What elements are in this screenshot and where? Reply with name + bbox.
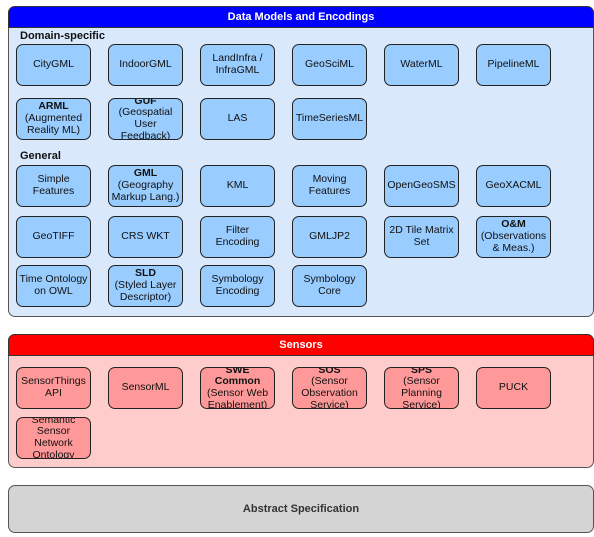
box-label: (Observations & Meas.) xyxy=(480,230,547,254)
domain-specific-label: Domain-specific xyxy=(20,30,105,42)
box-time-ontology-on-owl: Time Ontology on OWL xyxy=(16,265,91,307)
box-kml: KML xyxy=(200,165,275,207)
box-label: LandInfra / InfraGML xyxy=(212,52,263,76)
box-label: GeoSciML xyxy=(304,58,355,71)
box-label: OpenGeoSMS xyxy=(387,179,456,192)
box-label: WaterML xyxy=(400,58,443,71)
box-label: Symbology Core xyxy=(303,273,356,297)
box-label: (Augmented Reality ML) xyxy=(24,112,83,136)
box-label: IndoorGML xyxy=(119,58,172,71)
box-gml-geography-markup-lang: GML(Geography Markup Lang.) xyxy=(108,165,183,207)
box-label: (Sensor Web Enablement) xyxy=(206,387,269,409)
box-label: Moving Features xyxy=(308,173,351,197)
box-label: PipelineML xyxy=(487,58,540,71)
box-simple-features: Simple Features xyxy=(16,165,91,207)
box-label: CRS WKT xyxy=(121,230,170,243)
box-acronym: GML xyxy=(133,167,158,180)
box-label: TimeSeriesML xyxy=(295,112,364,125)
box-crs-wkt: CRS WKT xyxy=(108,216,183,258)
box-label: GeoTIFF xyxy=(32,230,75,243)
box-waterml: WaterML xyxy=(384,44,459,86)
box-symbology-encoding: Symbology Encoding xyxy=(200,265,275,307)
box-label: KML xyxy=(226,179,249,192)
box-o-m-observations-meas: O&M(Observations & Meas.) xyxy=(476,216,551,258)
box-acronym: GUF xyxy=(134,98,157,107)
box-geosciml: GeoSciML xyxy=(292,44,367,86)
box-moving-features: Moving Features xyxy=(292,165,367,207)
box-sld-styled-layer-descriptor: SLD(Styled Layer Descriptor) xyxy=(108,265,183,307)
box-pipelineml: PipelineML xyxy=(476,44,551,86)
box-label: Simple Features xyxy=(32,173,75,197)
box-citygml: CityGML xyxy=(16,44,91,86)
box-swe-common-sensor-web-enablement: SWE Common(Sensor Web Enablement) xyxy=(200,367,275,409)
box-label: PUCK xyxy=(498,381,529,394)
box-geoxacml: GeoXACML xyxy=(476,165,551,207)
box-sensorml: SensorML xyxy=(108,367,183,409)
box-label: SensorThings API xyxy=(21,375,86,399)
box-label: Time Ontology on OWL xyxy=(19,273,88,297)
data-models-header: Data Models and Encodings xyxy=(8,6,594,28)
box-label: (Geography Markup Lang.) xyxy=(111,179,180,203)
box-acronym: ARML xyxy=(38,100,69,113)
box-2d-tile-matrix-set: 2D Tile Matrix Set xyxy=(384,216,459,258)
box-guf-geospatial-user-feedback: GUF(Geospatial User Feedback) xyxy=(108,98,183,140)
box-label: (Sensor Planning Service) xyxy=(401,375,442,409)
abstract-specification-panel: Abstract Specification xyxy=(8,485,594,533)
box-landinfra-infragml: LandInfra / InfraGML xyxy=(200,44,275,86)
box-las: LAS xyxy=(200,98,275,140)
box-label: SensorML xyxy=(121,381,170,394)
box-acronym: SPS xyxy=(410,367,432,376)
box-filter-encoding: Filter Encoding xyxy=(200,216,275,258)
box-sos-sensor-observation-service: SOS(Sensor Observation Service) xyxy=(292,367,367,409)
box-label: 2D Tile Matrix Set xyxy=(389,224,454,248)
box-acronym: SWE Common xyxy=(214,367,261,388)
box-label: (Styled Layer Descriptor) xyxy=(114,279,177,303)
box-label: CityGML xyxy=(33,58,74,71)
box-label: Symbology Encoding xyxy=(211,273,264,297)
general-label: General xyxy=(20,150,61,162)
box-label: Filter Encoding xyxy=(215,224,260,248)
box-label: (Sensor Observation Service) xyxy=(301,375,358,409)
abstract-specification-label: Abstract Specification xyxy=(242,503,360,515)
box-puck: PUCK xyxy=(476,367,551,409)
box-sensorthings-api: SensorThings API xyxy=(16,367,91,409)
box-sps-sensor-planning-service: SPS(Sensor Planning Service) xyxy=(384,367,459,409)
box-geotiff: GeoTIFF xyxy=(16,216,91,258)
box-acronym: SOS xyxy=(318,367,341,376)
box-acronym: O&M xyxy=(501,218,526,231)
box-indoorgml: IndoorGML xyxy=(108,44,183,86)
box-label: LAS xyxy=(227,112,248,125)
box-timeseriesml: TimeSeriesML xyxy=(292,98,367,140)
box-acronym: SLD xyxy=(135,267,156,280)
box-label: (Geospatial User Feedback) xyxy=(118,106,173,140)
box-semantic-sensor-network-ontology: Semantic Sensor Network Ontology xyxy=(16,417,91,459)
box-label: Semantic Sensor Network Ontology xyxy=(31,417,76,459)
box-label: GMLJP2 xyxy=(309,230,350,243)
box-symbology-core: Symbology Core xyxy=(292,265,367,307)
box-arml-augmented-reality-ml: ARML(Augmented Reality ML) xyxy=(16,98,91,140)
box-opengeosms: OpenGeoSMS xyxy=(384,165,459,207)
box-label: GeoXACML xyxy=(485,179,542,192)
sensors-header: Sensors xyxy=(8,334,594,356)
box-gmljp2: GMLJP2 xyxy=(292,216,367,258)
